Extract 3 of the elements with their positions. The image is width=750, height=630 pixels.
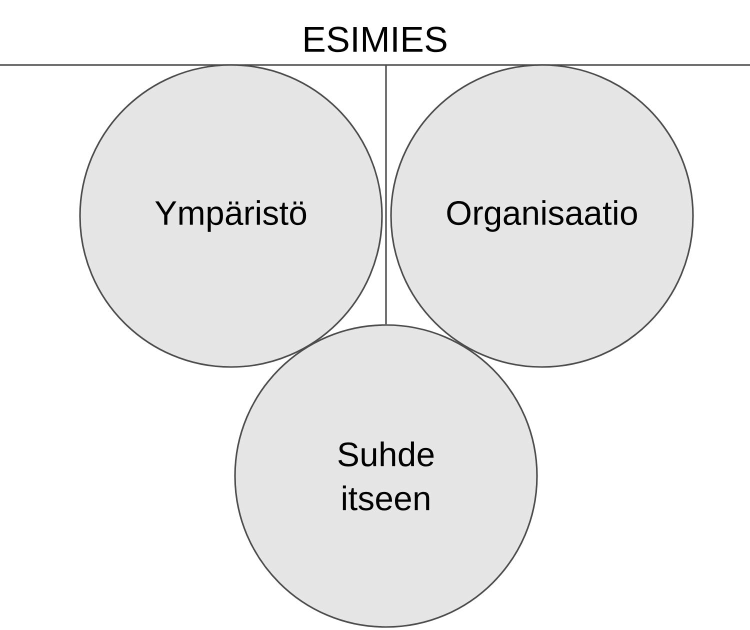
connector-line — [385, 65, 387, 324]
node-label: Suhde itseen — [338, 442, 434, 510]
header-band: ESIMIES — [0, 26, 750, 66]
